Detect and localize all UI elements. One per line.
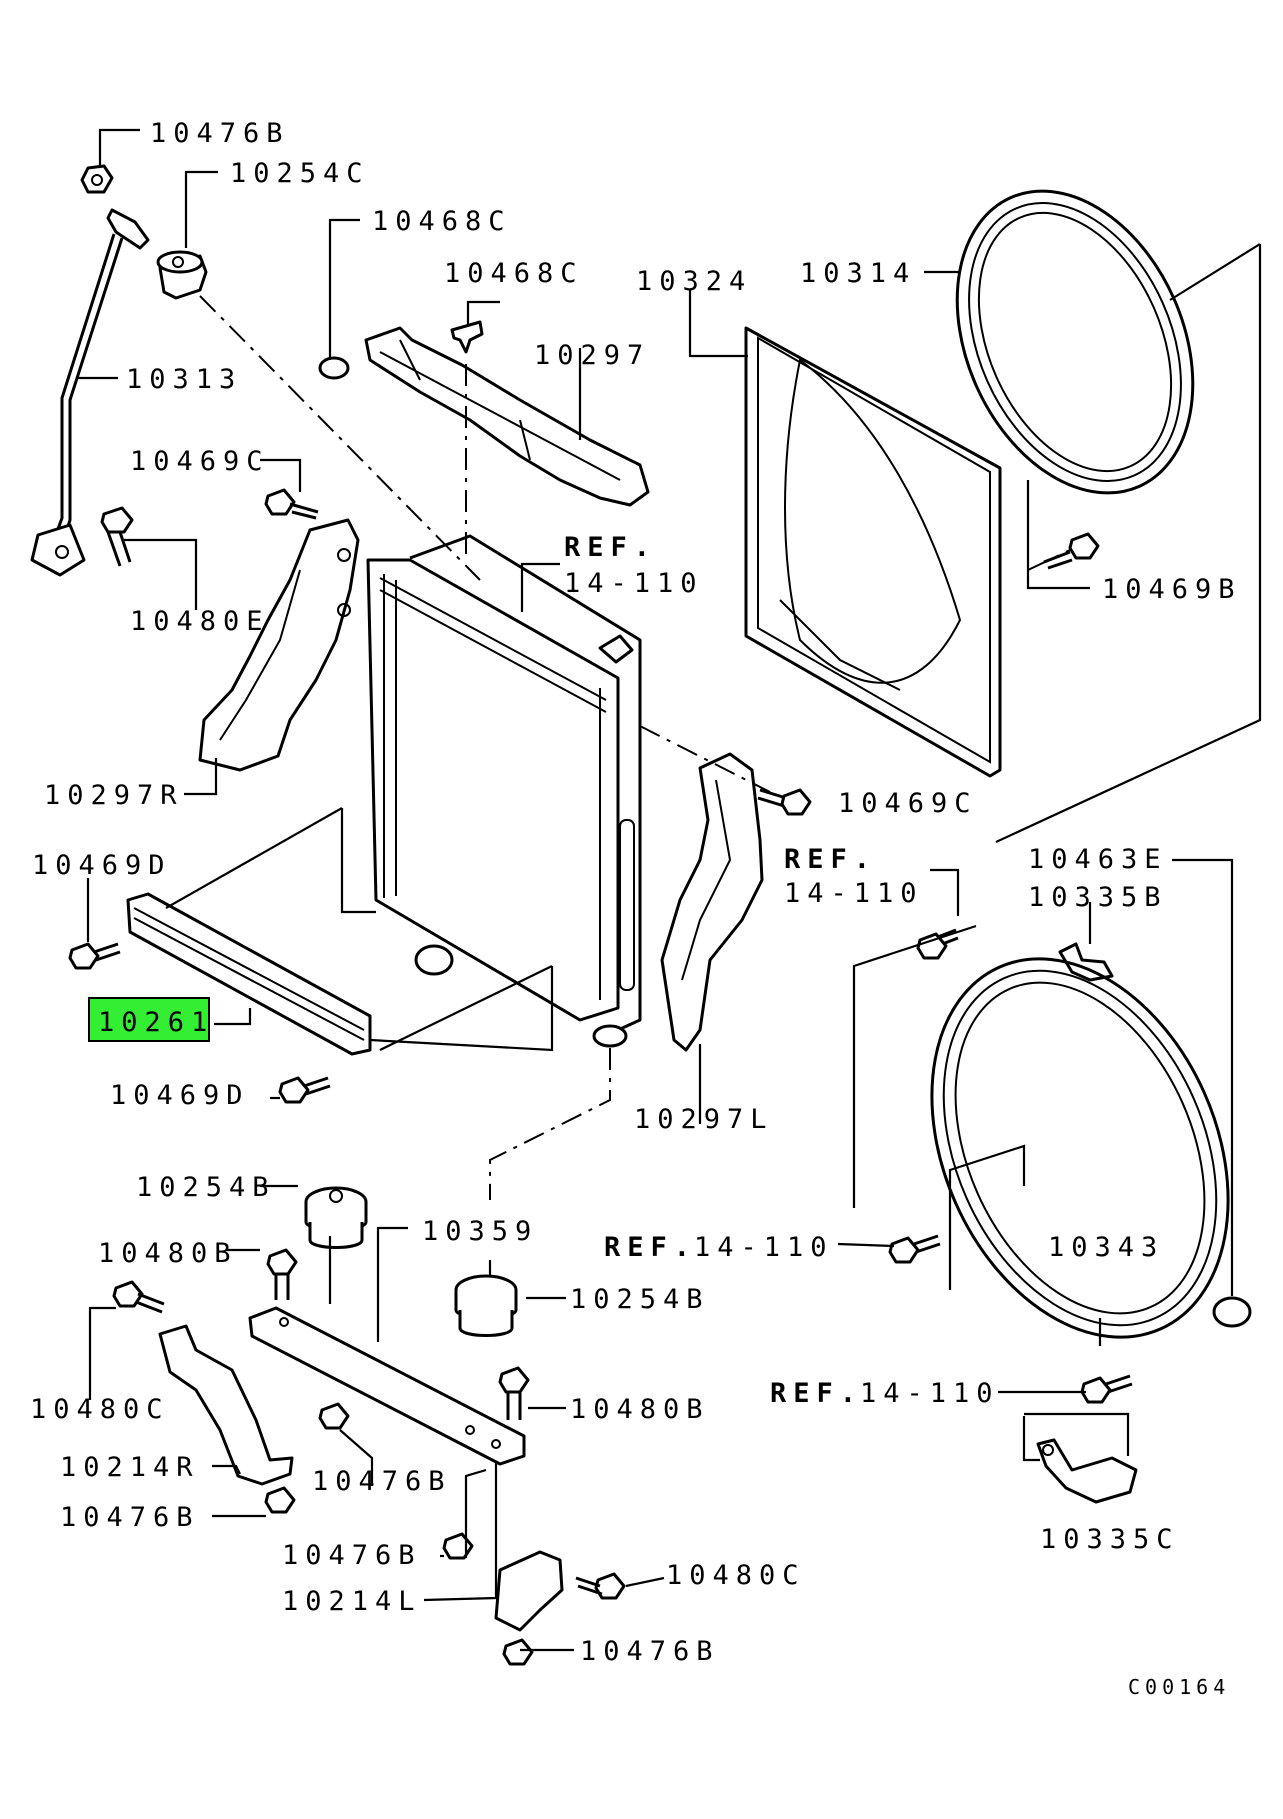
label-10469D-a[interactable]: 10469D — [32, 850, 172, 881]
bolt-10463E[interactable] — [916, 928, 959, 960]
shroud-side-10297R[interactable] — [198, 518, 360, 772]
cap-10254C[interactable] — [156, 250, 208, 300]
label-10297R[interactable]: 10297R — [44, 780, 184, 811]
label-10359[interactable]: 10359 — [422, 1216, 538, 1247]
label-10324[interactable]: 10324 — [636, 266, 752, 297]
bolt-10469D-b[interactable] — [278, 1076, 331, 1104]
label-10468C-a[interactable]: 10468C — [372, 206, 512, 237]
shroud-upper-10297[interactable] — [364, 326, 650, 507]
label-10254B-b[interactable]: 10254B — [570, 1284, 710, 1315]
label-ref-c-1[interactable]: REF. — [604, 1232, 697, 1263]
bolt-10469B[interactable] — [1043, 532, 1100, 570]
label-ref-d-2[interactable]: 14-110 — [860, 1378, 1000, 1409]
label-10476B-b[interactable]: 10476B — [60, 1502, 200, 1533]
nut-10476B-c[interactable] — [442, 1532, 474, 1560]
label-10335C[interactable]: 10335C — [1040, 1524, 1180, 1555]
ring-10343[interactable] — [875, 912, 1283, 1384]
label-10480C-a[interactable]: 10480C — [30, 1394, 170, 1425]
label-10476B-a[interactable]: 10476B — [312, 1466, 452, 1497]
label-10480B-a[interactable]: 10480B — [98, 1238, 238, 1269]
bolt-10480C-b[interactable] — [575, 1572, 626, 1600]
clip-10468C-b[interactable] — [450, 320, 484, 354]
label-10254C[interactable]: 10254C — [230, 158, 370, 189]
label-10480B-b[interactable]: 10480B — [570, 1394, 710, 1425]
mount-10254B-a[interactable] — [304, 1186, 368, 1249]
bracket-10214L[interactable] — [494, 1550, 564, 1632]
label-ref-a-1[interactable]: REF. — [564, 532, 657, 563]
radiator-core[interactable] — [366, 534, 642, 1048]
label-10463E[interactable]: 10463E — [1028, 844, 1168, 875]
label-10469C-b[interactable]: 10469C — [838, 788, 978, 819]
label-10480C-b[interactable]: 10480C — [666, 1560, 806, 1591]
bolt-10480B-a[interactable] — [266, 1248, 298, 1300]
label-ref-b-2[interactable]: 14-110 — [784, 878, 924, 909]
label-10469B[interactable]: 10469B — [1102, 574, 1242, 605]
label-10254B-a[interactable]: 10254B — [136, 1172, 276, 1203]
label-10335B[interactable]: 10335B — [1028, 882, 1168, 913]
label-10343[interactable]: 10343 — [1048, 1232, 1164, 1263]
mount-10254B-b[interactable] — [454, 1274, 518, 1337]
label-10214L[interactable]: 10214L — [282, 1586, 422, 1617]
label-ref-a-2[interactable]: 14-110 — [564, 568, 704, 599]
shroud-side-10297L[interactable] — [660, 752, 764, 1052]
bolt-10469D-a[interactable] — [68, 942, 121, 970]
labels: 10476B 10254C 10468C 10468C 10324 10314 … — [30, 118, 1242, 1699]
label-10480E[interactable]: 10480E — [130, 606, 270, 637]
label-10469D-b[interactable]: 10469D — [110, 1080, 250, 1111]
bolt-ref-d[interactable] — [1080, 1374, 1133, 1404]
bracket-10214R[interactable] — [158, 1324, 294, 1486]
bolt-10480C-a[interactable] — [112, 1280, 165, 1314]
label-10261[interactable]: 10261 — [98, 1007, 214, 1038]
clip-10468C-a[interactable] — [318, 356, 350, 380]
label-ref-b-1[interactable]: REF. — [784, 844, 877, 875]
bolt-10480E[interactable] — [100, 506, 134, 567]
nut-10476B-d[interactable] — [502, 1638, 534, 1666]
label-10314[interactable]: 10314 — [800, 258, 916, 289]
label-ref-c-2[interactable]: 14-110 — [694, 1232, 834, 1263]
bolt-ref-c[interactable] — [888, 1234, 941, 1264]
label-ref-d-1[interactable]: REF. — [770, 1378, 863, 1409]
label-10214R[interactable]: 10214R — [60, 1452, 200, 1483]
label-10313[interactable]: 10313 — [126, 364, 242, 395]
crossmember-10359[interactable] — [248, 1306, 526, 1466]
label-10297L[interactable]: 10297L — [634, 1104, 774, 1135]
sleeve-10463E[interactable] — [1212, 1296, 1252, 1328]
highlight-box-10261 — [88, 997, 210, 1042]
nut-10476B-b[interactable] — [264, 1486, 296, 1514]
bolt-10469C-a[interactable] — [264, 488, 319, 520]
label-10476B-d[interactable]: 10476B — [580, 1636, 720, 1667]
fan-shroud-10324[interactable] — [744, 326, 1002, 778]
center-lines — [199, 295, 1071, 1200]
label-10468C-b[interactable]: 10468C — [444, 258, 584, 289]
label-10469C-a[interactable]: 10469C — [130, 446, 270, 477]
bolt-10480B-b[interactable] — [498, 1366, 530, 1420]
diagram-code: C00164 — [1128, 1675, 1230, 1699]
label-10476B-c[interactable]: 10476B — [282, 1540, 422, 1571]
bolt-10469C-b[interactable] — [757, 788, 812, 816]
bracket-10335B[interactable] — [1058, 942, 1114, 982]
leader-lines — [76, 128, 1262, 1652]
label-10476B-top[interactable]: 10476B — [150, 118, 290, 149]
nut-10476B-a[interactable] — [318, 1402, 350, 1430]
nut-10476B-top[interactable] — [80, 164, 114, 194]
bracket-10335C[interactable] — [1036, 1438, 1138, 1504]
panel-10261[interactable] — [126, 892, 372, 1056]
label-10297[interactable]: 10297 — [534, 340, 650, 371]
stay-rod-10313[interactable] — [30, 208, 150, 577]
